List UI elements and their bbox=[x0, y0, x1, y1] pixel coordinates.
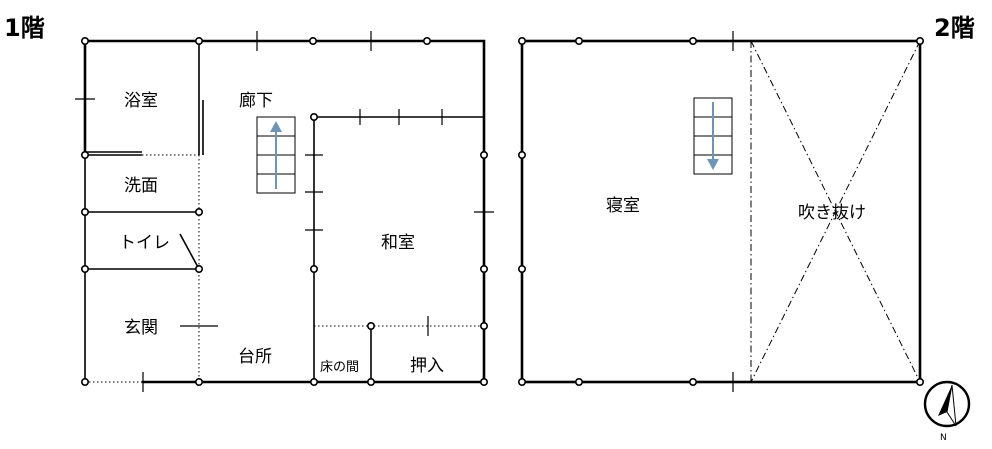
room-label-bedroom: 寝室 bbox=[606, 195, 640, 216]
stair-down-arrow-icon bbox=[707, 159, 719, 170]
room-label-closet: 押入 bbox=[410, 356, 444, 376]
room-label-corridor: 廊下 bbox=[239, 91, 273, 111]
room-label-japanese-room: 和室 bbox=[381, 233, 415, 253]
floor-2-plan: 2階 bbox=[517, 14, 975, 443]
floor-2-stair bbox=[693, 97, 733, 175]
north-compass-icon: N bbox=[923, 380, 971, 443]
floor-1-wall-ticks bbox=[75, 31, 494, 392]
toilet-door-swing bbox=[179, 233, 200, 270]
room-label-tokonoma: 床の間 bbox=[320, 360, 359, 375]
floor-2-outer-wall bbox=[520, 39, 922, 384]
room-label-toilet: トイレ bbox=[119, 233, 170, 253]
room-label-kitchen: 台所 bbox=[238, 347, 272, 367]
floor-2-label: 2階 bbox=[934, 14, 975, 42]
floor-1-plan: 1階 bbox=[4, 14, 494, 392]
floor-1-posts bbox=[81, 36, 488, 386]
north-label: N bbox=[940, 433, 947, 443]
floor-2-posts bbox=[517, 36, 924, 386]
room-label-washroom: 洗面 bbox=[124, 176, 158, 196]
floor-1-label: 1階 bbox=[4, 14, 45, 42]
room-label-entrance: 玄関 bbox=[124, 318, 158, 338]
stair-up-arrow-icon bbox=[270, 121, 282, 132]
room-label-bath: 浴室 bbox=[124, 91, 158, 111]
floor-1-stair bbox=[256, 116, 296, 194]
room-label-atrium: 吹き抜け bbox=[798, 203, 866, 223]
atrium-diagonal-2 bbox=[750, 40, 921, 383]
